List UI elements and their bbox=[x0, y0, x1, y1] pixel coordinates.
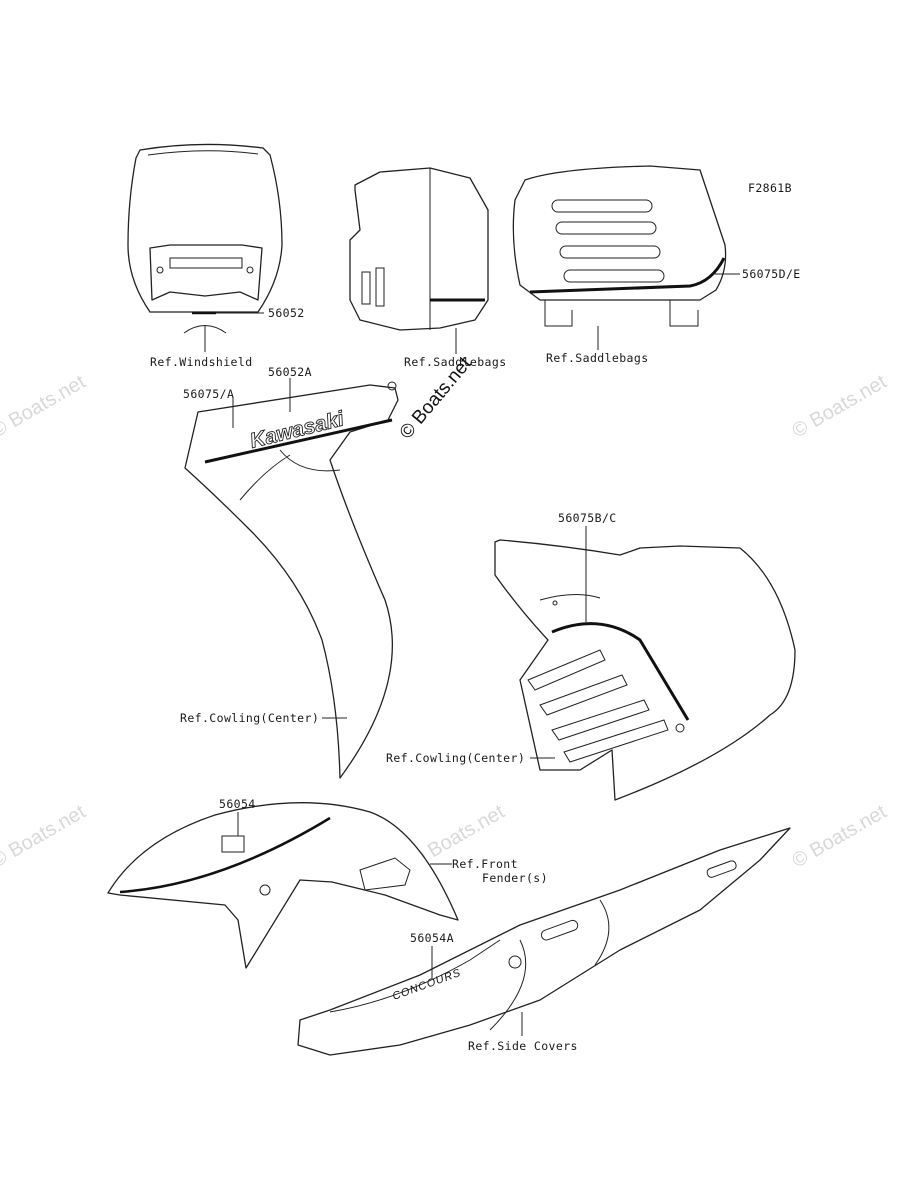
ref-label-cowling-right: Ref.Cowling(Center) bbox=[386, 751, 525, 765]
saddlebag-left-drawing bbox=[349, 167, 489, 354]
cowling-right-drawing bbox=[494, 526, 796, 801]
part-label-56052: 56052 bbox=[268, 306, 305, 320]
figure-code: F2861B bbox=[748, 181, 792, 195]
side-covers-hole bbox=[508, 955, 522, 969]
side-covers-seam-2 bbox=[489, 939, 527, 1031]
cowling-right-crease bbox=[539, 594, 601, 601]
windshield-bracket bbox=[149, 244, 263, 301]
ref-label-cowling-left: Ref.Cowling(Center) bbox=[180, 711, 319, 725]
cowling-right-slat-4 bbox=[563, 719, 669, 763]
side-covers-slot-1 bbox=[540, 919, 579, 941]
decal-56075de-stripe bbox=[529, 257, 726, 294]
side-covers-slot-2 bbox=[706, 860, 737, 878]
saddlebag-left-vent-1 bbox=[361, 271, 371, 305]
cowling-left-inner bbox=[239, 454, 291, 501]
side-covers-upper-line bbox=[329, 939, 501, 1013]
front-fender-bracket bbox=[359, 857, 411, 891]
part-label-56054: 56054 bbox=[219, 797, 256, 811]
windshield-bolt-left bbox=[156, 266, 164, 274]
decal-56075bc-stripe bbox=[551, 622, 690, 721]
saddlebag-right-foot-left bbox=[544, 300, 573, 327]
watermark-left-upper: © Boats.net bbox=[0, 371, 90, 443]
watermark-right-upper: © Boats.net bbox=[789, 371, 891, 443]
saddlebag-right-slot-2 bbox=[555, 221, 657, 235]
cowling-right-slat-2 bbox=[539, 674, 628, 716]
saddlebag-left-outline bbox=[349, 167, 489, 331]
decal-fender-stripe bbox=[119, 816, 331, 894]
side-covers-seam-1 bbox=[594, 899, 610, 966]
part-label-56075bc: 56075B/C bbox=[558, 511, 617, 525]
cowling-left-outline bbox=[184, 384, 399, 779]
ref-label-front-fender-line2: Fender(s) bbox=[482, 871, 548, 885]
cowling-right-slat-1 bbox=[527, 649, 606, 691]
part-label-56054a: 56054A bbox=[410, 931, 454, 945]
watermark-right-lower: © Boats.net bbox=[789, 801, 891, 873]
part-label-56052a: 56052A bbox=[268, 365, 312, 379]
cowling-left-bolt bbox=[387, 381, 397, 391]
saddlebag-right-slot-4 bbox=[563, 269, 665, 283]
watermark-left-lower: © Boats.net bbox=[0, 801, 90, 873]
cowling-right-hole bbox=[552, 600, 558, 606]
ref-label-saddlebags-right: Ref.Saddlebags bbox=[546, 351, 649, 365]
cowling-right-bolt bbox=[675, 723, 685, 733]
ref-label-windshield: Ref.Windshield bbox=[150, 355, 253, 369]
decal-56075a-stripe bbox=[204, 418, 393, 464]
ref-label-front-fender-line1: Ref.Front bbox=[452, 857, 518, 871]
windshield-top-edge bbox=[147, 150, 259, 156]
windshield-bolt-right bbox=[246, 266, 254, 274]
cowling-left-drawing: Kawasaki bbox=[184, 378, 399, 779]
saddlebag-right-slot-1 bbox=[551, 199, 653, 213]
decal-56054-mark bbox=[221, 835, 245, 853]
cowling-right-slat-3 bbox=[551, 699, 650, 741]
windshield-slot bbox=[169, 257, 243, 269]
saddlebag-right-slot-3 bbox=[559, 245, 661, 259]
front-fender-drawing bbox=[107, 802, 459, 969]
saddlebag-right-drawing bbox=[512, 165, 740, 350]
cowling-right-outline bbox=[494, 539, 796, 801]
ref-label-side-covers: Ref.Side Covers bbox=[468, 1039, 578, 1053]
front-fender-outline bbox=[107, 802, 459, 969]
windshield-drawing bbox=[127, 143, 283, 352]
front-fender-bolt bbox=[259, 884, 271, 896]
saddlebag-left-vent-2 bbox=[375, 267, 385, 307]
part-label-56075a: 56075/A bbox=[183, 387, 234, 401]
side-covers-outline bbox=[297, 827, 791, 1056]
saddlebag-right-foot-right bbox=[669, 300, 699, 327]
cowling-left-crease bbox=[279, 449, 341, 472]
part-label-56075de: 56075D/E bbox=[742, 267, 801, 281]
ref-label-saddlebags-left: Ref.Saddlebags bbox=[404, 355, 507, 369]
